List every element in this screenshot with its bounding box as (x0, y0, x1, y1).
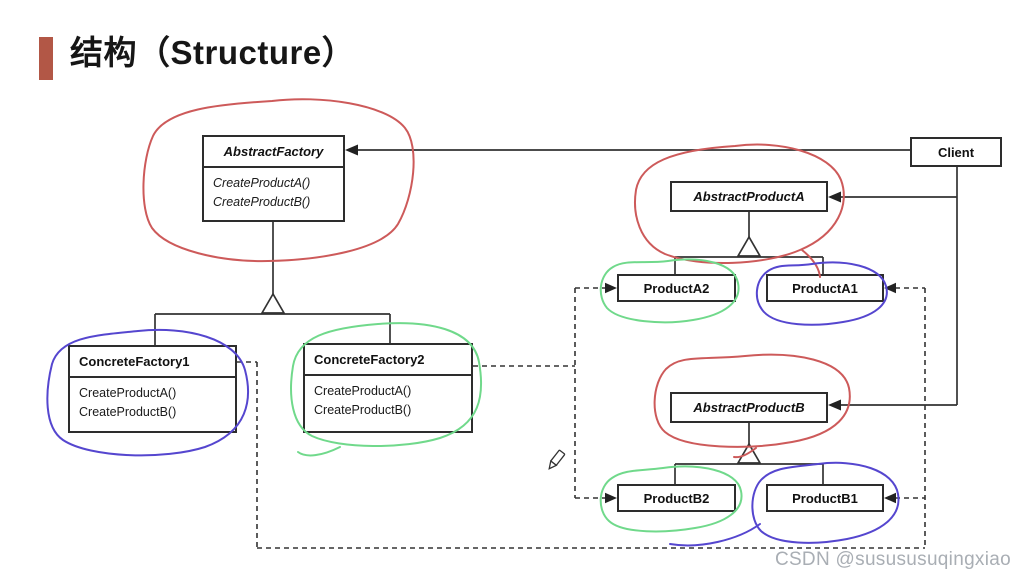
class-abstract-product-b: AbstractProductB (670, 392, 828, 423)
class-title: ProductB1 (792, 490, 858, 506)
method-label: CreateProductB() (79, 405, 177, 419)
annotation-circle-blue-product-b1 (751, 461, 900, 544)
class-product-a2: ProductA2 (617, 274, 736, 302)
arrowhead-producta1 (884, 282, 896, 294)
class-product-b2: ProductB2 (617, 484, 736, 512)
class-concrete-factory-1: ConcreteFactory1 CreateProductA() Create… (68, 345, 237, 433)
arrowhead-productb1 (884, 492, 896, 504)
annotation-circle-red-abstract-product-a (634, 143, 845, 265)
annotation-circle-red-abstract-factory (142, 98, 415, 263)
method-label: CreateProductA() (314, 384, 412, 398)
class-abstract-product-a: AbstractProductA (670, 181, 828, 212)
annotation-circle-green-concrete-factory-2 (290, 322, 483, 447)
class-title: ConcreteFactory1 (70, 347, 235, 378)
arrowhead-abstractproductb (828, 399, 841, 411)
arrowhead-abstractfactory (345, 144, 358, 156)
method-label: CreateProductB() (314, 403, 412, 417)
arrowhead-productb2 (605, 492, 617, 504)
class-product-a1: ProductA1 (766, 274, 884, 302)
class-concrete-factory-2: ConcreteFactory2 CreateProductA() Create… (303, 343, 473, 433)
class-title: Client (937, 144, 975, 160)
annotation-circle-blue-concrete-factory-1 (46, 328, 249, 457)
class-abstract-factory: AbstractFactory CreateProductA() CreateP… (202, 135, 345, 222)
annotation-circle-green-product-a2 (599, 258, 740, 324)
class-title: ProductB2 (643, 490, 710, 506)
class-title: ProductA2 (643, 280, 710, 296)
annotation-tail-green-cf2 (297, 446, 341, 457)
pencil-icon (548, 449, 566, 470)
inheritance-triangle-factory (260, 292, 286, 314)
annotation-circle-blue-product-a1 (756, 261, 888, 326)
class-title: AbstractFactory (204, 137, 343, 168)
annotation-tail-blue-b1 (669, 523, 761, 547)
watermark: CSDN @susususuqingxiao (774, 549, 1011, 570)
annotation-circle-green-product-b2 (599, 465, 743, 533)
class-client: Client (910, 137, 1002, 167)
arrowhead-abstractproducta (828, 191, 841, 203)
annotation-tail-red-b (733, 447, 757, 459)
inheritance-triangle-producta (736, 235, 762, 257)
method-label: CreateProductA() (79, 386, 177, 400)
method-label: CreateProductA() (213, 176, 311, 190)
class-title: ProductA1 (792, 280, 858, 296)
class-title: AbstractProductB (693, 400, 805, 415)
method-label: CreateProductB() (213, 195, 311, 209)
class-product-b1: ProductB1 (766, 484, 884, 512)
title-accent-bar (39, 37, 53, 80)
page-title: 结构（Structure） (70, 34, 356, 71)
class-title: AbstractProductA (693, 189, 805, 204)
class-title: ConcreteFactory2 (305, 345, 471, 376)
arrowhead-producta2 (605, 282, 617, 294)
annotation-circle-red-abstract-product-b (653, 353, 851, 448)
